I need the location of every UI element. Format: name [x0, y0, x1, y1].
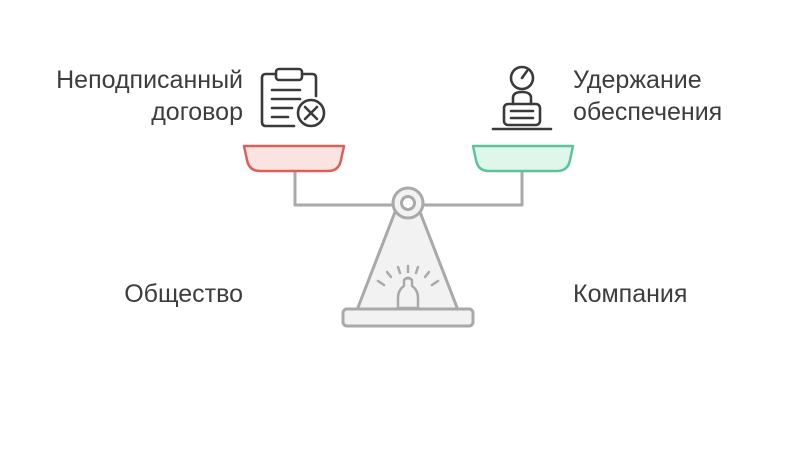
left-pan: [242, 144, 346, 173]
scale-base: [341, 307, 475, 328]
scale-pivot-inner: [400, 195, 416, 211]
company-label: Компания: [573, 280, 688, 308]
right-pan: [471, 144, 575, 173]
timer-lock-icon: [491, 65, 553, 131]
scale-gauge: [376, 264, 440, 287]
unsigned-contract-label: Неподписанный договор: [56, 66, 243, 126]
company-society-label: Общество: [124, 280, 243, 308]
clipboard-cross-icon: [260, 67, 326, 128]
scale-needle: [396, 276, 420, 310]
security-retention-label: Удержание обеспечения: [573, 66, 723, 126]
